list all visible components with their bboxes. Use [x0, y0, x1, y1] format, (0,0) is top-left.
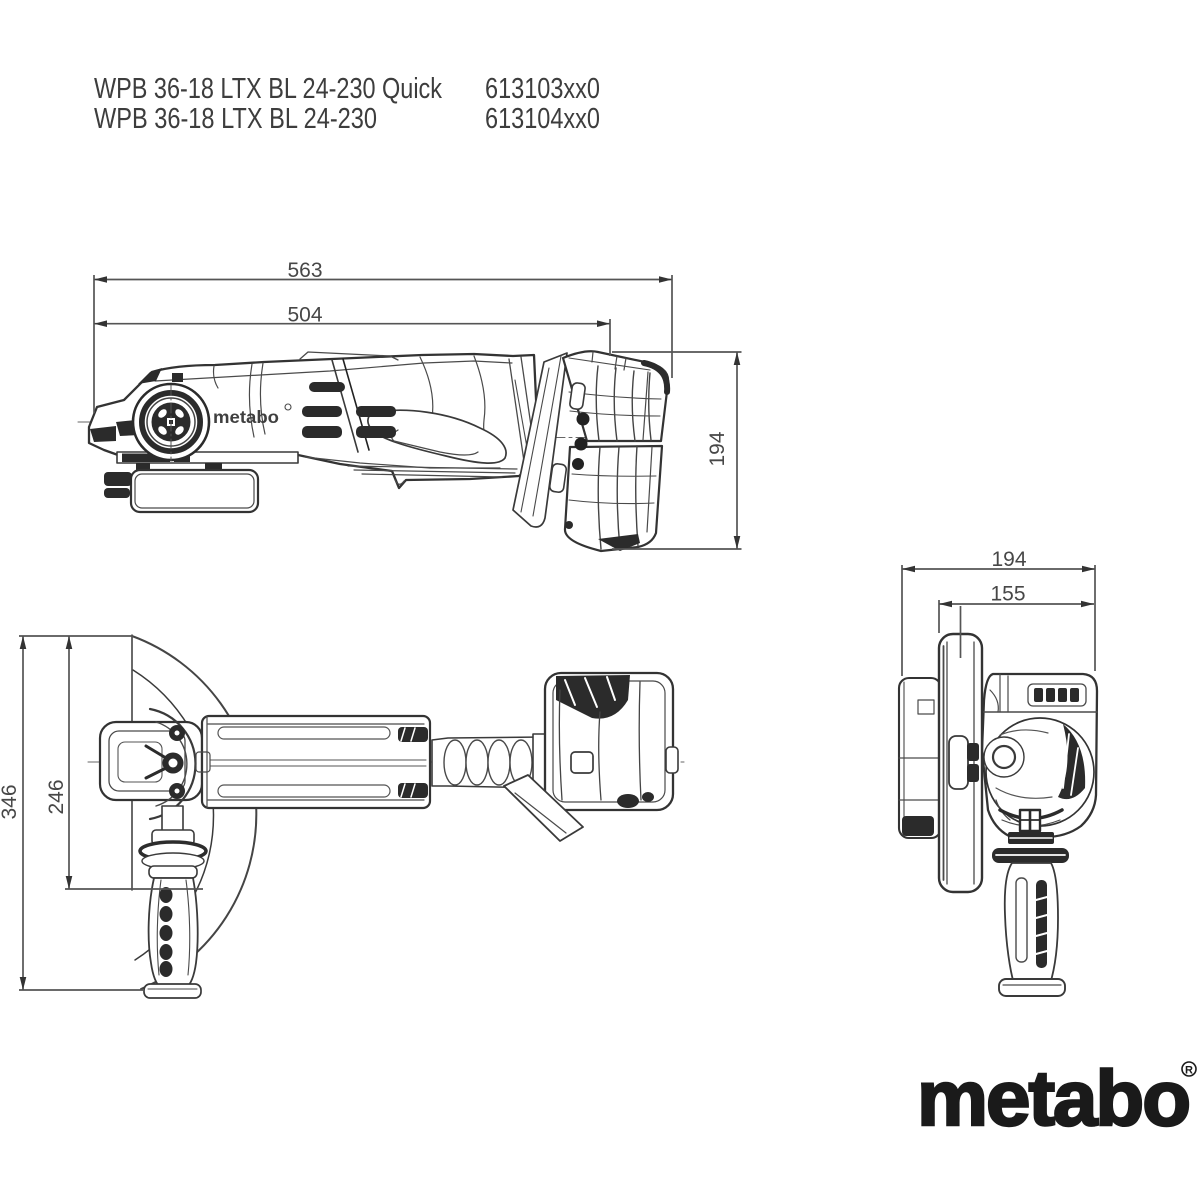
- svg-text:504: 504: [287, 304, 322, 327]
- svg-text:194: 194: [706, 431, 729, 466]
- svg-text:194: 194: [991, 548, 1026, 571]
- svg-text:metabo: metabo: [917, 1054, 1189, 1142]
- svg-text:metabo: metabo: [213, 407, 279, 427]
- svg-text:R: R: [1185, 1065, 1193, 1077]
- svg-text:613104xx0: 613104xx0: [485, 103, 600, 135]
- svg-text:WPB 36-18 LTX BL 24-230 Quick: WPB 36-18 LTX BL 24-230 Quick: [94, 73, 442, 105]
- svg-text:WPB 36-18 LTX BL 24-230: WPB 36-18 LTX BL 24-230: [94, 103, 377, 135]
- svg-text:155: 155: [990, 583, 1025, 606]
- svg-text:246: 246: [45, 779, 68, 814]
- svg-text:346: 346: [0, 784, 21, 819]
- svg-text:563: 563: [287, 259, 322, 282]
- svg-text:613103xx0: 613103xx0: [485, 73, 600, 105]
